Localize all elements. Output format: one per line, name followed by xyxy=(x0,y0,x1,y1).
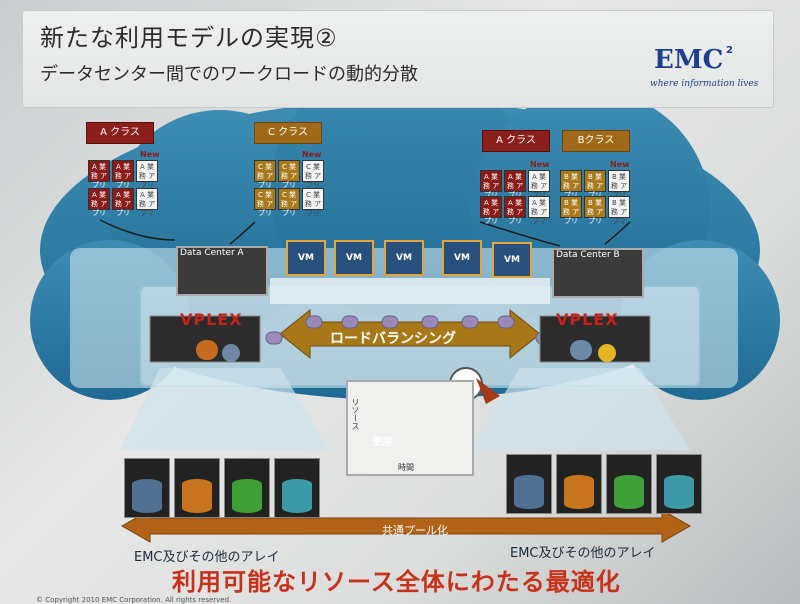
pool-label: 共通プール化 xyxy=(382,524,448,537)
app-tile: A 業務 アプリ xyxy=(504,170,526,199)
new-label: New xyxy=(610,160,630,169)
storage-rack xyxy=(656,454,702,514)
chart-x-label: 時間 xyxy=(398,463,414,472)
app-tile: C 業務 アプリ xyxy=(278,160,300,189)
app-tile: B 業務 アプリ xyxy=(560,196,582,225)
storage-rack xyxy=(606,454,652,514)
app-tile: A 業務 アプリ xyxy=(112,188,134,217)
class-label-a-right: A クラス xyxy=(482,130,550,152)
vplex-label-left: VPLEX xyxy=(180,310,243,329)
logo-tagline: where information lives xyxy=(650,79,759,89)
emc-logo: EMC 2 where information lives xyxy=(650,45,760,95)
storage-rack xyxy=(224,458,270,518)
vm-box: VM xyxy=(384,240,424,276)
title-box xyxy=(22,10,774,108)
resource-chart xyxy=(346,380,474,476)
app-tile: A 業務 アプリ xyxy=(112,160,134,189)
copyright: © Copyright 2010 EMC Corporation. All ri… xyxy=(36,596,232,604)
data-center-a: Data Center A xyxy=(176,246,268,296)
app-tile-new: A 業務 アプリ xyxy=(528,170,550,199)
class-label-c: C クラス xyxy=(254,122,322,144)
app-tile: A 業務 アプリ xyxy=(480,196,502,225)
storage-rack xyxy=(124,458,170,518)
storage-rack xyxy=(506,454,552,514)
app-tile: B 業務 アプリ xyxy=(584,170,606,199)
data-center-b-label: Data Center B xyxy=(556,250,620,260)
chart-y-label: リソース xyxy=(351,398,360,430)
new-label: New xyxy=(140,150,160,159)
page-subtitle: データセンター間でのワークロードの動的分散 xyxy=(40,64,418,85)
chart-used-label: 使用 xyxy=(372,437,392,448)
app-tile: A 業務 アプリ xyxy=(504,196,526,225)
app-tile-new: A 業務 アプリ xyxy=(136,188,158,217)
class-label-a-left: A クラス xyxy=(86,122,154,144)
app-tile: A 業務 アプリ xyxy=(88,188,110,217)
array-label-left: EMC及びその他のアレイ xyxy=(134,550,280,565)
app-tile: C 業務 アプリ xyxy=(278,188,300,217)
new-label: New xyxy=(530,160,550,169)
app-tile: A 業務 アプリ xyxy=(480,170,502,199)
data-center-a-label: Data Center A xyxy=(180,248,244,258)
vm-box: VM xyxy=(334,240,374,276)
app-tile-new: B 業務 アプリ xyxy=(608,170,630,199)
logo-sup: 2 xyxy=(726,45,733,56)
app-tile-new: C 業務 アプリ xyxy=(302,160,324,189)
class-label-b: Bクラス xyxy=(562,130,630,152)
app-tile-new: A 業務 アプリ xyxy=(136,160,158,189)
data-center-b: Data Center B xyxy=(552,248,644,298)
new-label: New xyxy=(302,150,322,159)
app-tile: B 業務 アプリ xyxy=(584,196,606,225)
page-title: 新たな利用モデルの実現② xyxy=(40,24,338,52)
app-tile: C 業務 アプリ xyxy=(254,188,276,217)
app-tile-new: A 業務 アプリ xyxy=(528,196,550,225)
vm-box: VM xyxy=(442,240,482,276)
array-label-right: EMC及びその他のアレイ xyxy=(510,546,656,561)
storage-rack xyxy=(556,454,602,514)
vm-box: VM xyxy=(286,240,326,276)
vm-box: VM xyxy=(492,242,532,278)
app-tile-new: B 業務 アプリ xyxy=(608,196,630,225)
app-tile: C 業務 アプリ xyxy=(254,160,276,189)
storage-rack xyxy=(274,458,320,518)
storage-rack xyxy=(174,458,220,518)
logo-text: EMC xyxy=(654,45,724,75)
app-tile: A 業務 アプリ xyxy=(88,160,110,189)
app-tile: B 業務 アプリ xyxy=(560,170,582,199)
app-tile-new: C 業務 アプリ xyxy=(302,188,324,217)
load-balancing-label: ロードバランシング xyxy=(330,331,456,347)
vplex-label-right: VPLEX xyxy=(556,310,619,329)
headline: 利用可能なリソース全体にわたる最適化 xyxy=(172,568,621,596)
